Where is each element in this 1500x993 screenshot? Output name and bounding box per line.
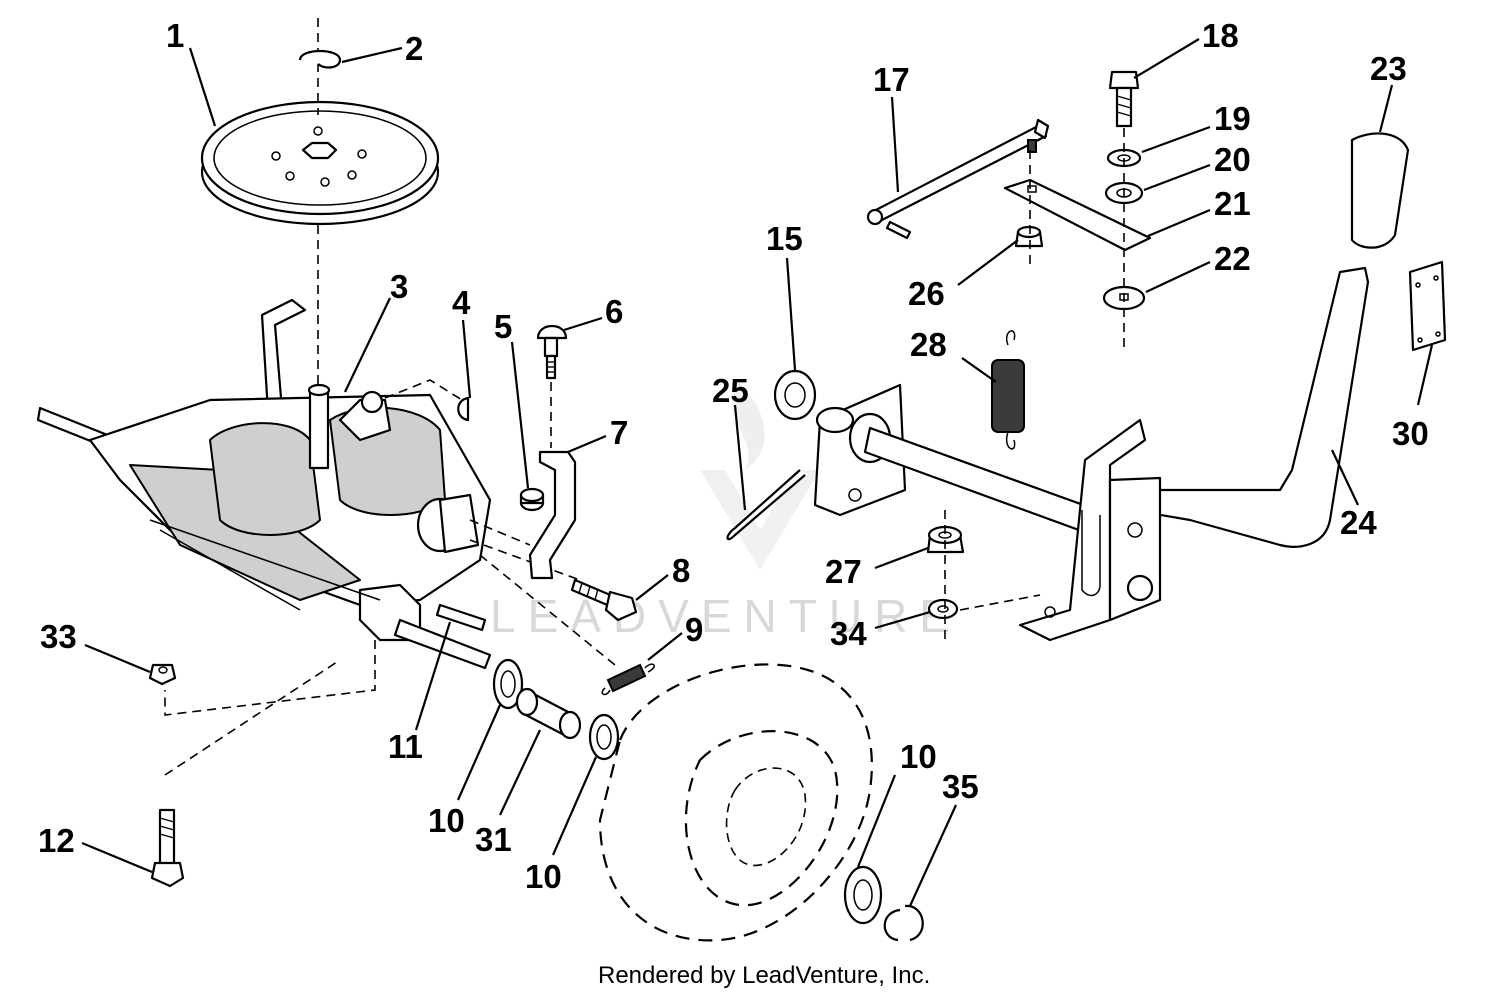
retaining-ring-part-35 [883,904,924,942]
transaxle-dashline-5 [469,539,581,581]
nut-part-5 [519,487,545,512]
spacer-tube-part [515,687,582,740]
washer-part-10c [843,865,883,925]
cotter-pin-part [726,469,806,541]
callout-19: 19 [1214,100,1251,137]
callout-34: 34 [830,615,867,652]
callout-33: 33 [40,618,77,655]
washer-part-10b [588,713,620,761]
callout-17: 17 [873,61,910,98]
nut-part-33 [148,663,177,686]
carriage-bolt-part [536,324,568,380]
footer-credit: Rendered by LeadVenture, Inc. [598,962,930,989]
leader-lines [81,38,1434,907]
spring-part-9 [601,663,655,696]
callout-28: 28 [910,326,947,363]
plate-part [1003,178,1152,252]
callout-8: 8 [672,552,690,589]
callout-24: 24 [1340,504,1377,541]
pedal-shaft-assembly [813,383,1162,642]
transaxle-part [36,298,492,670]
watermark-text: LEADVENTURE [490,590,962,642]
callout-25: 25 [712,372,749,409]
retaining-ring-part [298,49,342,69]
nut-part-27 [926,525,965,554]
transaxle-dashline-3 [384,379,463,401]
callout-21: 21 [1214,185,1251,222]
washer-part-15 [773,369,817,421]
callout-30: 30 [1392,415,1429,452]
callout-labels: 1 2 3 4 5 6 7 8 9 10 10 10 11 12 15 17 1… [38,17,1429,895]
callout-11: 11 [388,728,423,765]
woodruff-key-part [457,396,470,422]
callout-15: 15 [766,220,803,257]
callout-35: 35 [942,768,979,805]
callout-9: 9 [685,611,703,648]
bracket-part [528,450,577,580]
callout-26: 26 [908,275,945,312]
callout-6: 6 [605,293,623,330]
hex-bolt-part-8 [570,578,638,622]
rod-part [866,118,1050,240]
callout-12: 12 [38,822,75,859]
callout-3: 3 [390,268,408,305]
callout-7: 7 [610,414,628,451]
hex-bolt-part-18 [1108,70,1140,128]
knob-part [1350,132,1410,249]
lock-washer-part [927,598,959,620]
callout-1: 1 [166,17,184,54]
decal-plate-part [1408,260,1447,352]
callout-31: 31 [475,821,512,858]
nut-part-26 [1014,225,1044,248]
spring-part-28 [991,330,1025,450]
callout-2: 2 [405,30,423,67]
washer-part-10a [492,658,524,710]
callout-4: 4 [452,284,471,321]
bracket-dashline [959,594,1041,611]
callout-10c: 10 [900,738,937,775]
callout-27: 27 [825,553,862,590]
watermark-logo-icon [700,380,820,570]
transaxle-dashline-4 [469,519,531,546]
wheel-outline [598,663,873,942]
transaxle-dashline-2 [164,659,341,776]
watermark: LEADVENTURE [490,380,962,642]
plate-hole [1027,185,1037,193]
callout-18: 18 [1202,17,1239,54]
callout-10b: 10 [525,858,562,895]
pulley-part [200,100,440,226]
callout-20: 20 [1214,141,1251,178]
hex-bolt-part-12 [150,808,185,888]
callout-10a: 10 [428,802,465,839]
callout-22: 22 [1214,240,1251,277]
callout-5: 5 [494,308,512,345]
transaxle-dashline-1 [164,640,376,716]
callout-23: 23 [1370,50,1407,87]
